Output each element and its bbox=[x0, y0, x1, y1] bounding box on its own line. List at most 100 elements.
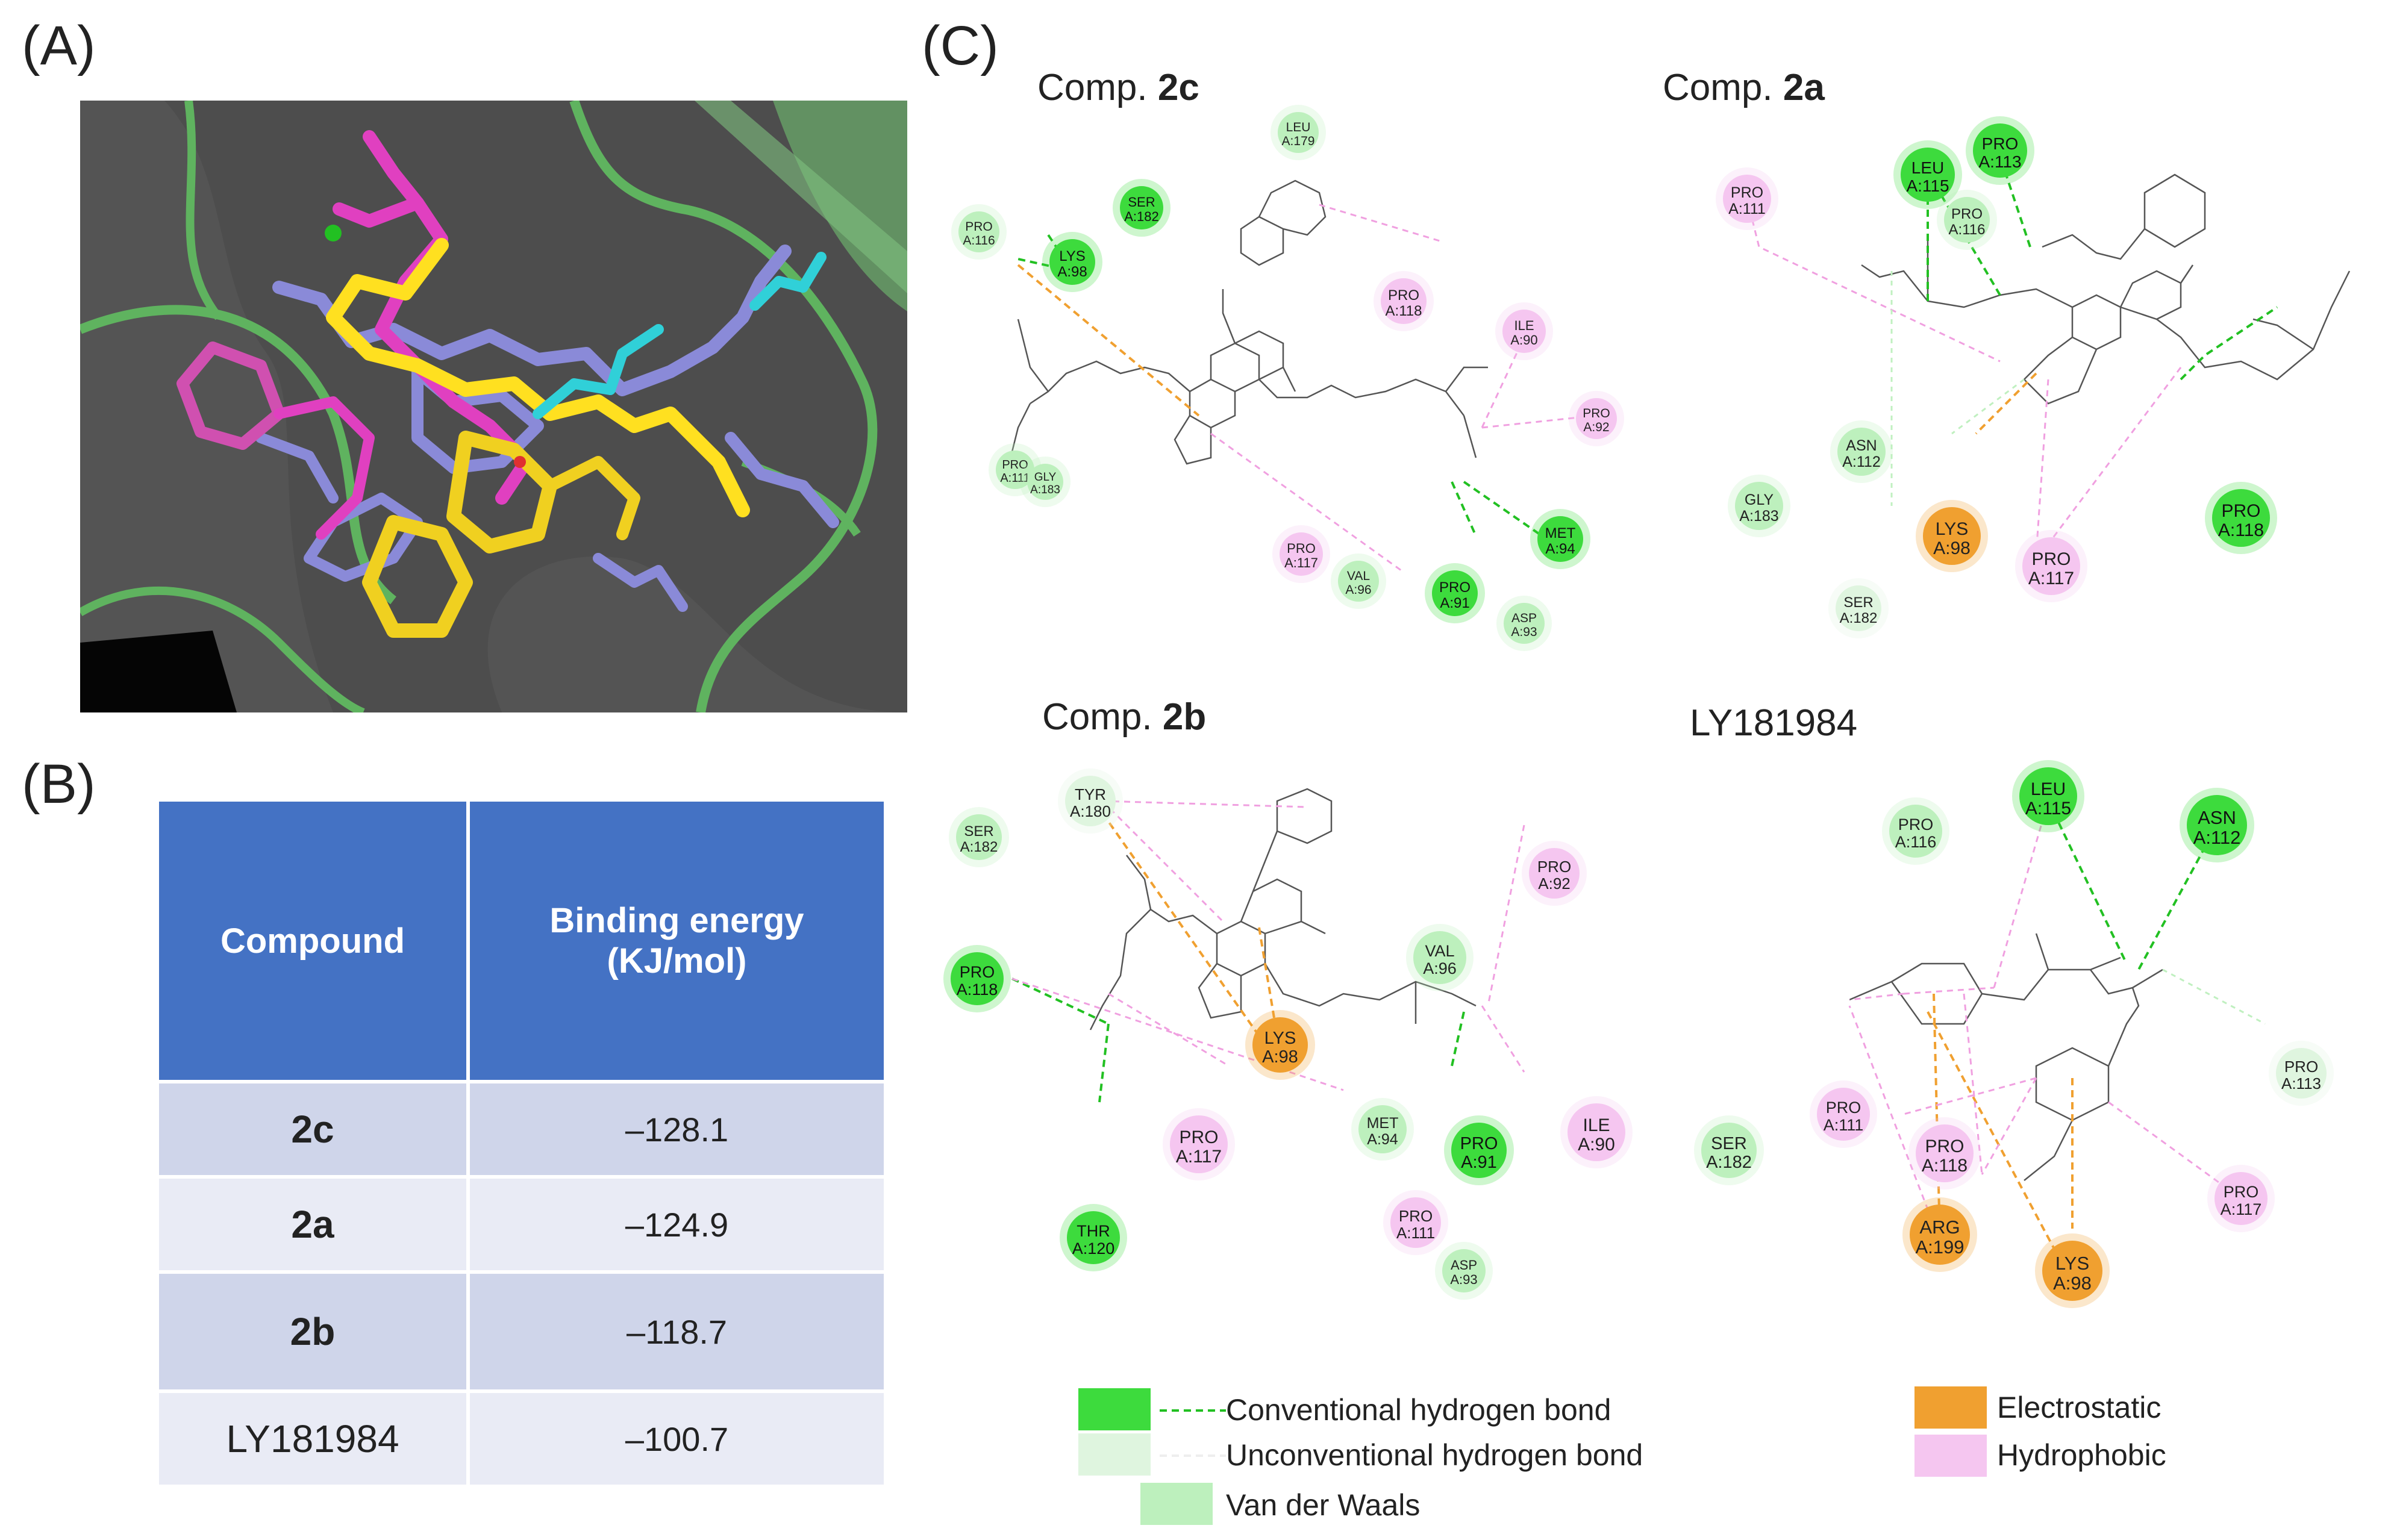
residue-name: PRO bbox=[1537, 858, 1571, 876]
compound-cell: 2a bbox=[159, 1179, 466, 1270]
ligand-structure bbox=[1089, 788, 1477, 1030]
diagram-title-ly181984: LY181984 bbox=[1690, 702, 1857, 744]
residue-id: A:182 bbox=[960, 839, 998, 855]
binding-energy-table: Compound Binding energy (KJ/mol) 2c –128… bbox=[155, 798, 887, 1488]
residue-id: A:94 bbox=[1545, 541, 1575, 557]
compound-cell: LY181984 bbox=[159, 1393, 466, 1485]
diagram-title-compound: 2b bbox=[1162, 696, 1207, 738]
residue-name: PRO bbox=[1826, 1099, 1861, 1117]
residue-id: A:182 bbox=[1840, 610, 1878, 626]
residue-id: A:91 bbox=[1461, 1153, 1497, 1172]
legend-hydrophobic: Hydrophobic bbox=[1997, 1438, 2166, 1472]
energy-cell: –128.1 bbox=[470, 1083, 884, 1175]
diagram-title-2c: Comp. 2c bbox=[1037, 66, 1199, 109]
panel-a-label: (A) bbox=[22, 15, 96, 76]
residue-name: PRO bbox=[1951, 206, 1983, 222]
residue-name: LYS bbox=[1264, 1029, 1296, 1048]
table-header-compound: Compound bbox=[159, 802, 466, 1080]
table-row: 2a –124.9 bbox=[159, 1179, 884, 1270]
residue-id: A:98 bbox=[1933, 538, 1971, 558]
residue-group: PROA:111LEUA:115PROA:113PROA:116ASNA:112… bbox=[1716, 116, 2277, 638]
residue-id: A:91 bbox=[1440, 595, 1469, 611]
residue-name: SER bbox=[1128, 195, 1155, 210]
residue-group: LEUA:179SERA:182PROA:116LYSA:98PROA:118I… bbox=[951, 105, 1624, 651]
header-line-1: Binding energy bbox=[549, 901, 804, 940]
residue-group: LEUA:115PROA:116ASNA:112PROA:113SERA:182… bbox=[1694, 760, 2334, 1308]
residue-id: A:93 bbox=[1450, 1272, 1477, 1287]
residue-name: MET bbox=[1545, 525, 1576, 541]
residue-id: A:117 bbox=[2221, 1200, 2262, 1218]
residue-name: PRO bbox=[2221, 501, 2260, 521]
table-row: LY181984 –100.7 bbox=[159, 1393, 884, 1485]
ligand-structure bbox=[1849, 933, 2163, 1181]
residue-name: LEU bbox=[1286, 120, 1311, 134]
residue-id: A:113 bbox=[1978, 152, 2021, 171]
residue-name: PRO bbox=[1439, 579, 1471, 596]
energy-cell: –100.7 bbox=[470, 1393, 884, 1485]
residue-name: THR bbox=[1077, 1222, 1110, 1240]
residue-id: A:111 bbox=[1824, 1116, 1864, 1134]
residue-name: PRO bbox=[1925, 1136, 1964, 1156]
residue-id: A:116 bbox=[963, 234, 995, 248]
residue-name: PRO bbox=[1982, 134, 2019, 153]
residue-id: A:118 bbox=[2218, 520, 2264, 540]
residue-id: A:117 bbox=[1176, 1147, 1222, 1167]
diagram-title-prefix: LY181984 bbox=[1690, 702, 1858, 744]
legend-swatch-unconventional bbox=[1078, 1433, 1151, 1476]
residue-name: MET bbox=[1367, 1115, 1399, 1132]
residue-name: VAL bbox=[1347, 569, 1370, 583]
table-row: 2b –118.7 bbox=[159, 1274, 884, 1389]
residue-id: A:98 bbox=[1262, 1047, 1298, 1067]
residue-name: ARG bbox=[1919, 1217, 1960, 1238]
residue-id: A:183 bbox=[1030, 484, 1060, 496]
residue-name: PRO bbox=[1460, 1134, 1498, 1153]
header-line-2: (KJ/mol) bbox=[607, 941, 747, 980]
panel-b-label: (B) bbox=[22, 753, 96, 815]
residue-name: LYS bbox=[1059, 248, 1086, 264]
residue-id: A:111 bbox=[1396, 1224, 1435, 1242]
residue-name: LEU bbox=[1911, 158, 1944, 177]
residue-name: VAL bbox=[1425, 942, 1454, 960]
residue-id: A:96 bbox=[1345, 583, 1371, 597]
diagram-title-compound: 2a bbox=[1783, 67, 1825, 108]
residue-id: A:183 bbox=[1739, 508, 1778, 525]
legend-swatch-hydrophobic bbox=[1914, 1435, 1987, 1477]
legend-electrostatic: Electrostatic bbox=[1997, 1391, 2161, 1424]
legend-unconventional-hbond: Unconventional hydrogen bond bbox=[1226, 1438, 1643, 1472]
table-header-binding-energy: Binding energy (KJ/mol) bbox=[470, 802, 884, 1080]
residue-name: ASN bbox=[2198, 807, 2236, 828]
legend-conventional-hbond: Conventional hydrogen bond bbox=[1226, 1393, 1611, 1427]
residue-name: ASP bbox=[1511, 611, 1537, 625]
residue-name: ILE bbox=[1583, 1115, 1610, 1135]
residue-name: SER bbox=[1843, 594, 1873, 611]
residue-id: A:113 bbox=[2281, 1074, 2321, 1093]
table-row: 2c –128.1 bbox=[159, 1083, 884, 1175]
energy-cell: –118.7 bbox=[470, 1274, 884, 1389]
residue-id: A:98 bbox=[2053, 1273, 2092, 1294]
energy-cell: –124.9 bbox=[470, 1179, 884, 1270]
residue-name: PRO bbox=[1731, 184, 1763, 201]
residue-name: PRO bbox=[1399, 1207, 1433, 1225]
legend-line-unconventional bbox=[1160, 1454, 1226, 1457]
residue-name: PRO bbox=[1388, 287, 1419, 304]
